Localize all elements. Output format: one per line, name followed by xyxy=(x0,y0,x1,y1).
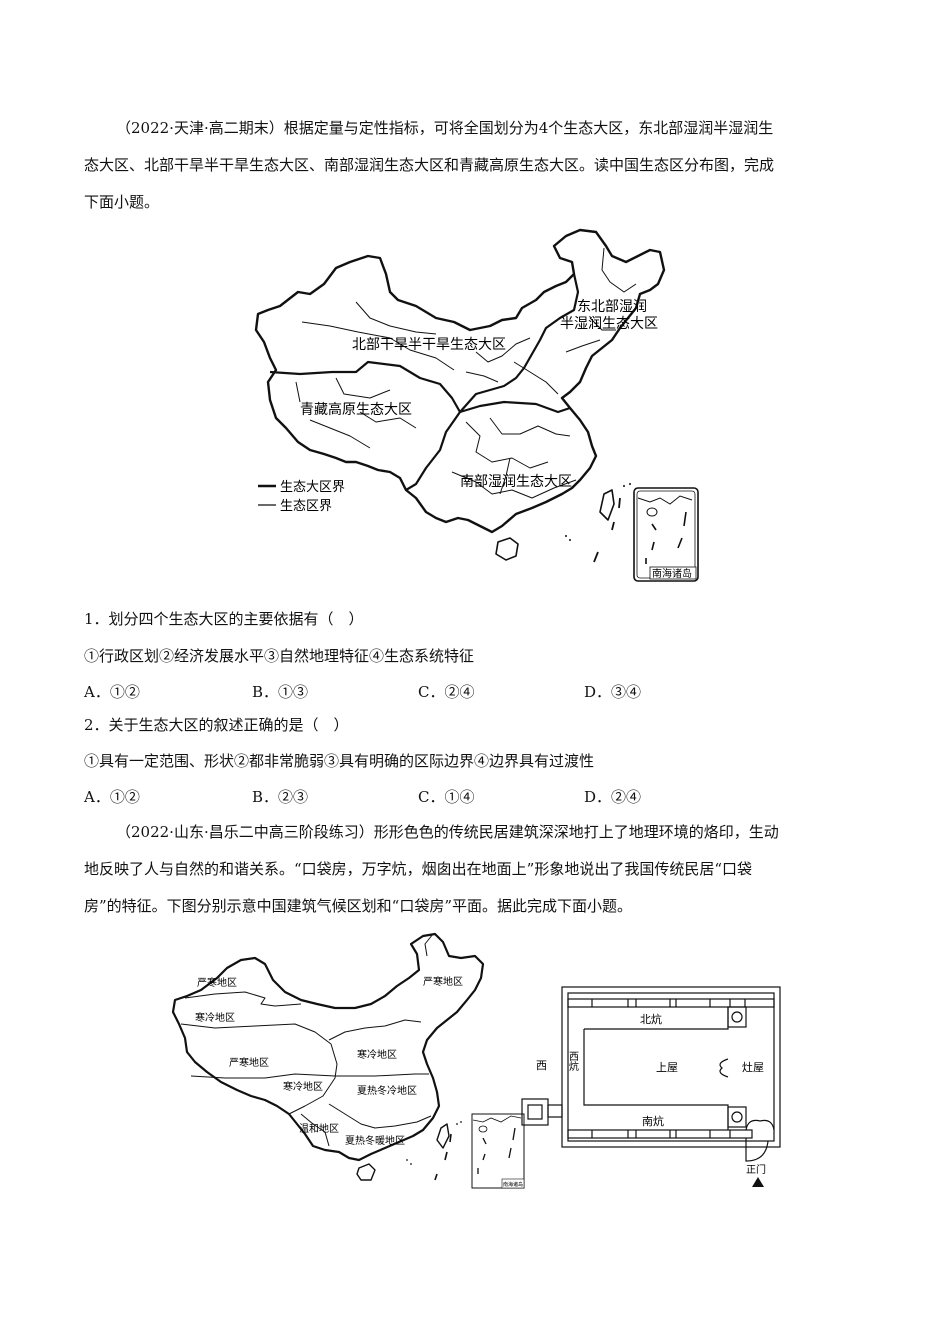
option-a[interactable]: A．①② xyxy=(84,788,140,806)
map-legend: 生态大区界 生态区界 xyxy=(258,480,345,514)
china-outline xyxy=(171,932,485,1162)
passage-2: （2022·山东·昌乐二中高三阶段练习）形形色色的传统民居建筑深深地打上了地理环… xyxy=(84,814,874,925)
passage-2-line: 房”的特征。下图分别示意中国建筑气候区划和“口袋房”平面。据此完成下面小题。 xyxy=(84,897,633,915)
option-d[interactable]: D．②④ xyxy=(584,788,642,806)
label-west-kang: 西炕 xyxy=(567,1051,579,1072)
label-north: 北部干旱半干旱生态大区 xyxy=(352,337,506,353)
label-ne-severe-cold: 严寒地区 xyxy=(423,975,463,988)
question-2-statements: ①具有一定范围、形状②都非常脆弱③具有明确的区际边界④边界具有过渡性 xyxy=(84,752,595,770)
label-kitchen: 灶屋 xyxy=(742,1061,764,1074)
south-china-sea-inset: 南海诸岛 xyxy=(471,1113,525,1189)
label-hot-summer-cold-winter: 夏热冬冷地区 xyxy=(357,1084,417,1097)
passage-2-line: 地反映了人与自然的和谐关系。“口袋房，万字炕，烟囱出在地面上”形象地说出了我国传… xyxy=(84,860,753,878)
passage-1-line: （2022·天津·高二期末）根据定量与定性指标，可将全国划分为4个生态大区，东北… xyxy=(116,119,774,137)
label-qinghai-tibet: 青藏高原生态大区 xyxy=(300,401,412,418)
eco-region-map: 东北部湿润 半湿润生态大区 北部干旱半干旱生态大区 青藏高原生态大区 南部湿润生… xyxy=(254,228,699,582)
label-front-door: 正门 xyxy=(746,1163,766,1176)
label-nw-severe-cold: 严寒地区 xyxy=(197,976,237,989)
label-hot-summer-warm-winter: 夏热冬暖地区 xyxy=(345,1134,405,1147)
inset-label: 南海诸岛 xyxy=(503,1181,523,1188)
label-south: 南部湿润生态大区 xyxy=(460,474,572,490)
question-1-statements: ①行政区划②经济发展水平③自然地理特征④生态系统特征 xyxy=(84,647,475,665)
passage-1: （2022·天津·高二期末）根据定量与定性指标，可将全国划分为4个生态大区，东北… xyxy=(84,110,874,221)
label-sw-cold: 寒冷地区 xyxy=(283,1080,323,1093)
label-main-room: 上屋 xyxy=(656,1061,678,1074)
label-tibet-severe-cold: 严寒地区 xyxy=(229,1056,269,1069)
option-d[interactable]: D．③④ xyxy=(584,683,642,701)
question-1-stem: 1．划分四个生态大区的主要依据有（ ） xyxy=(84,610,364,628)
option-b[interactable]: B．①③ xyxy=(252,683,309,701)
passage-1-line: 态大区、北部干旱半干旱生态大区、南部湿润生态大区和青藏高原生态大区。读中国生态区… xyxy=(84,156,775,174)
question-2-stem: 2．关于生态大区的叙述正确的是（ ） xyxy=(84,716,349,734)
label-north-kang: 北炕 xyxy=(640,1012,662,1026)
building-climate-map: 严寒地区 严寒地区 寒冷地区 严寒地区 寒冷地区 寒冷地区 夏热冬冷地区 温和地… xyxy=(171,932,525,1189)
label-w-cold: 寒冷地区 xyxy=(195,1011,235,1024)
option-a[interactable]: A．①② xyxy=(84,683,140,701)
label-south-kang: 南炕 xyxy=(642,1114,664,1128)
passage-2-line: （2022·山东·昌乐二中高三阶段练习）形形色色的传统民居建筑深深地打上了地理环… xyxy=(116,823,779,841)
passage-1-line: 下面小题。 xyxy=(84,193,160,211)
label-mild: 温和地区 xyxy=(299,1122,339,1135)
label-northeast-2: 半湿润生态大区 xyxy=(560,316,658,332)
option-c[interactable]: C．②④ xyxy=(418,683,475,701)
entrance-arrow-icon xyxy=(752,1177,764,1187)
china-outline xyxy=(254,228,666,534)
label-west: 西 xyxy=(536,1059,547,1072)
option-b[interactable]: B．②③ xyxy=(252,788,309,806)
pocket-house-floor-plan: 西 北炕 西炕 上屋 灶屋 南炕 正门 xyxy=(521,986,781,1187)
label-n-cold: 寒冷地区 xyxy=(357,1048,397,1061)
inset-label: 南海诸岛 xyxy=(652,567,692,580)
south-china-sea-inset: 南海诸岛 xyxy=(633,487,699,582)
legend-label-minor: 生态区界 xyxy=(280,499,332,514)
legend-label-major: 生态大区界 xyxy=(280,480,345,495)
label-northeast-1: 东北部湿润 xyxy=(577,299,647,315)
option-c[interactable]: C．①④ xyxy=(418,788,475,806)
